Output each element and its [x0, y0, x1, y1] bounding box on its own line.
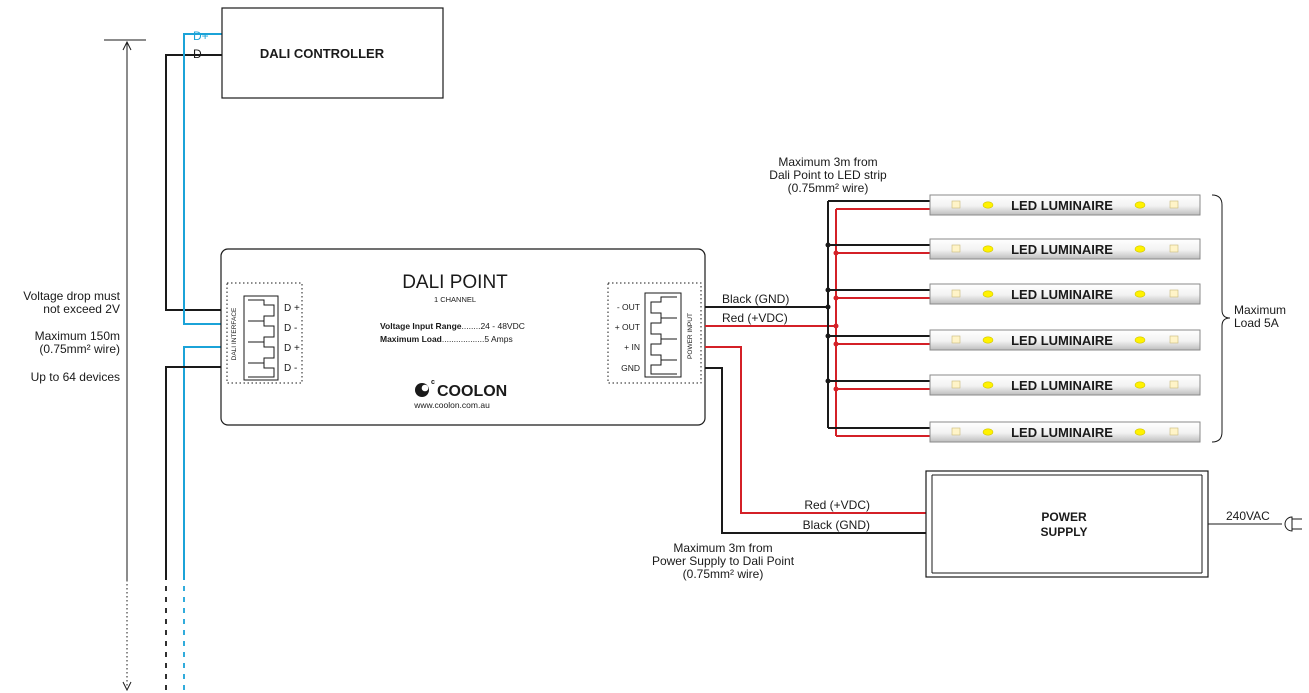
led-chip-icon: [1134, 290, 1146, 298]
led-luminaire-label: LED LUMINAIRE: [1011, 333, 1113, 348]
interface-pin-3: D +: [284, 343, 300, 354]
dali-interface-terminal: [243, 295, 279, 381]
led-note-line2: Dali Point to LED strip: [769, 168, 887, 182]
coolon-url: www.coolon.com.au: [413, 400, 490, 410]
dali-interface-label: DALI INTERFACE: [231, 307, 238, 360]
power-pin-2: + OUT: [615, 322, 640, 332]
led-luminaire: LED LUMINAIRE: [929, 238, 1201, 260]
led-luminaire: LED LUMINAIRE: [929, 374, 1201, 396]
spec-row-1: Voltage Input Range........24 - 48VDC: [380, 321, 525, 331]
ps-note-line1: Maximum 3m from: [673, 541, 772, 555]
svg-text:COOLON: COOLON: [437, 383, 507, 400]
plug-icon: [1284, 516, 1302, 532]
led-wire-red-label: Red (+VDC): [722, 311, 788, 325]
power-supply-box: [925, 470, 1209, 578]
interface-pin-4: D -: [284, 363, 297, 374]
led-luminaire-label: LED LUMINAIRE: [1011, 198, 1113, 213]
led-chip-icon: [982, 428, 994, 436]
power-pin-3: + IN: [624, 342, 640, 352]
led-chip-icon: [982, 245, 994, 253]
ps-note-line2: Power Supply to Dali Point: [652, 554, 795, 568]
led-chip-icon: [1134, 245, 1146, 253]
ac-label: 240VAC: [1226, 509, 1270, 523]
power-input-terminal: [644, 292, 682, 378]
power-input-panel: [607, 282, 702, 384]
load-label-line1: Maximum: [1234, 303, 1286, 317]
interface-pin-2: D -: [284, 323, 297, 334]
svg-text:c: c: [431, 379, 435, 386]
bus-devices: Up to 64 devices: [31, 370, 120, 384]
power-supply-line1: POWER: [1041, 510, 1087, 524]
bus-max-line1: Maximum 150m: [35, 329, 120, 343]
led-luminaire: LED LUMINAIRE: [929, 329, 1201, 351]
interface-pin-1: D +: [284, 303, 300, 314]
led-luminaire: LED LUMINAIRE: [929, 283, 1201, 305]
led-chip-icon: [1134, 336, 1146, 344]
led-chip-icon: [982, 201, 994, 209]
power-supply-line2: SUPPLY: [1041, 525, 1088, 539]
power-input-label: POWER INPUT: [687, 313, 694, 359]
led-chip-icon: [982, 290, 994, 298]
coolon-logo: c COOLON: [415, 379, 507, 400]
led-luminaire: LED LUMINAIRE: [929, 194, 1201, 216]
led-luminaire-label: LED LUMINAIRE: [1011, 378, 1113, 393]
dali-interface-panel: [226, 282, 303, 384]
dali-controller-box: [221, 7, 444, 99]
power-pin-4: GND: [621, 363, 640, 373]
bus-wires: [165, 33, 222, 692]
led-chip-icon: [1134, 428, 1146, 436]
ps-note-line3: (0.75mm² wire): [683, 567, 764, 581]
led-luminaire-label: LED LUMINAIRE: [1011, 242, 1113, 257]
led-note-line3: (0.75mm² wire): [788, 181, 869, 195]
load-label-line2: Load 5A: [1234, 316, 1279, 330]
controller-d-plus: D+: [193, 29, 209, 43]
led-chip-icon: [982, 336, 994, 344]
led-luminaire: LED LUMINAIRE: [929, 421, 1201, 443]
load-bracket: [1211, 194, 1231, 443]
bus-dimension: [104, 39, 146, 692]
led-chip-icon: [1134, 381, 1146, 389]
ps-wire-red-label: Red (+VDC): [804, 498, 870, 512]
dali-point-subtitle: 1 CHANNEL: [434, 295, 476, 304]
led-luminaire-label: LED LUMINAIRE: [1011, 425, 1113, 440]
led-luminaire-label: LED LUMINAIRE: [1011, 287, 1113, 302]
bus-max-line2: (0.75mm² wire): [39, 342, 120, 356]
led-chip-icon: [982, 381, 994, 389]
led-note-line1: Maximum 3m from: [778, 155, 877, 169]
led-wire-black-label: Black (GND): [722, 292, 789, 306]
power-pin-1: - OUT: [617, 302, 640, 312]
dali-point-box: [220, 248, 706, 426]
spec-row-2: Maximum Load..................5 Amps: [380, 334, 513, 344]
bus-note-line1: Voltage drop must: [23, 289, 120, 303]
led-output-wires: [705, 200, 930, 437]
ps-wire-black-label: Black (GND): [803, 518, 870, 532]
led-chip-icon: [1134, 201, 1146, 209]
dali-point-title: DALI POINT: [402, 272, 508, 293]
dali-controller-title: DALI CONTROLLER: [260, 46, 385, 61]
controller-d-minus: D-: [193, 47, 206, 61]
bus-note-line2: not exceed 2V: [43, 302, 120, 316]
power-supply-wires: [705, 346, 930, 534]
